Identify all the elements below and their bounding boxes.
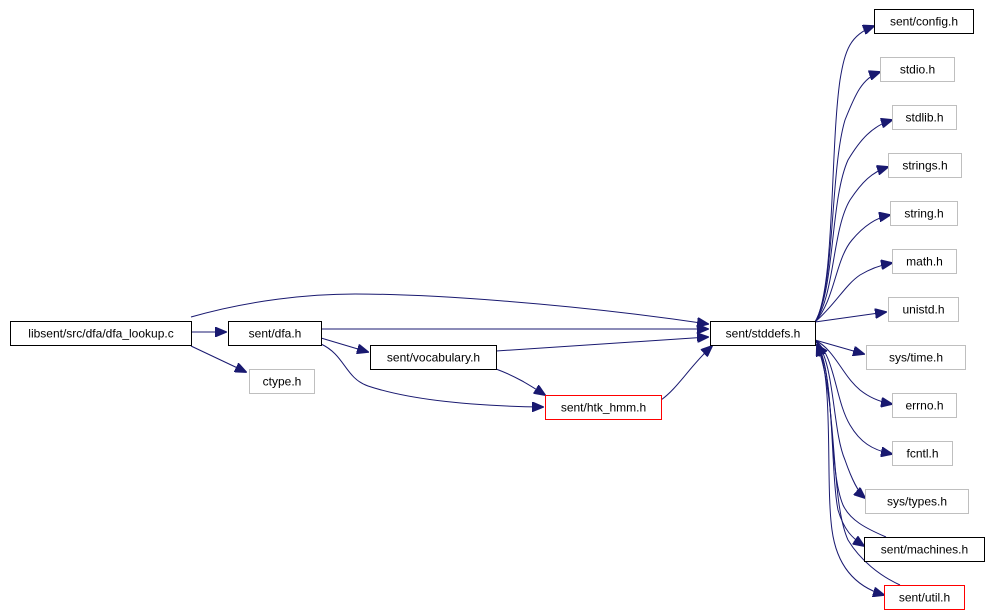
node-math: math.h [892, 249, 957, 274]
edge-dfa-to-htk [320, 343, 543, 407]
nodes-layer: libsent/src/dfa/dfa_lookup.c sent/dfa.h ct… [10, 9, 985, 610]
node-label-root: libsent/src/dfa/dfa_lookup.c [28, 327, 173, 341]
edge-stddefs-to-strings [814, 167, 888, 323]
node-string: string.h [890, 201, 958, 226]
node-label-machines: sent/machines.h [881, 543, 968, 557]
node-stddefs[interactable]: sent/stddefs.h [710, 321, 816, 346]
node-label-stdio: stdio.h [900, 63, 935, 77]
node-box-systypes [865, 489, 969, 514]
node-box-dfa [228, 321, 322, 346]
node-box-unistd [888, 297, 959, 322]
node-box-stdlib [892, 105, 957, 130]
node-label-systime: sys/time.h [889, 351, 943, 365]
node-box-fcntl [892, 441, 953, 466]
edge-dfa-to-vocab [320, 337, 368, 352]
node-box-machines [864, 537, 985, 562]
node-box-stddefs [710, 321, 816, 346]
node-label-math: math.h [906, 255, 943, 269]
node-fcntl: fcntl.h [892, 441, 953, 466]
edges-layer [190, 26, 901, 595]
edge-htk-to-stddefs [660, 346, 712, 401]
node-label-stddefs: sent/stddefs.h [726, 327, 801, 341]
edge-stddefs-to-systypes [814, 339, 865, 498]
node-label-strings: strings.h [902, 159, 947, 173]
node-label-ctype: ctype.h [263, 375, 302, 389]
node-vocab[interactable]: sent/vocabulary.h [370, 345, 497, 370]
edge-vocab-to-htk [495, 368, 545, 395]
node-box-root [10, 321, 192, 346]
node-label-errno: errno.h [905, 399, 943, 413]
edge-stddefs-to-errno [814, 339, 892, 404]
node-label-unistd: unistd.h [902, 303, 944, 317]
node-box-strings [888, 153, 962, 178]
node-machines[interactable]: sent/machines.h [864, 537, 985, 562]
node-box-math [892, 249, 957, 274]
node-label-stdlib: stdlib.h [905, 111, 943, 125]
node-label-systypes: sys/types.h [887, 495, 947, 509]
edge-stddefs-to-systime [814, 339, 864, 354]
node-box-string [890, 201, 958, 226]
edge-stddefs-to-unistd [814, 312, 886, 323]
node-label-util: sent/util.h [899, 591, 950, 605]
node-label-config: sent/config.h [890, 15, 958, 29]
node-dfa[interactable]: sent/dfa.h [228, 321, 322, 346]
node-util[interactable]: sent/util.h [884, 585, 965, 610]
edge-stddefs-to-fcntl [814, 339, 892, 454]
edge-stddefs-to-string [814, 215, 890, 323]
node-label-fcntl: fcntl.h [906, 447, 938, 461]
node-box-systime [866, 345, 966, 370]
edge-stddefs-to-math [814, 263, 892, 323]
edge-root-to-stddefs [190, 293, 708, 324]
node-box-stdio [880, 57, 955, 82]
edge-util-to-stddefs [817, 345, 901, 586]
node-systypes: sys/types.h [865, 489, 969, 514]
node-stdio: stdio.h [880, 57, 955, 82]
edge-stddefs-to-config [814, 26, 874, 323]
node-root[interactable]: libsent/src/dfa/dfa_lookup.c [10, 321, 192, 346]
node-label-string: string.h [904, 207, 943, 221]
node-unistd: unistd.h [888, 297, 959, 322]
edge-machines-to-stddefs [817, 345, 887, 538]
edge-stddefs-to-stdio [814, 72, 880, 323]
edge-vocab-to-stddefs [495, 337, 708, 352]
edge-root-to-ctype [190, 345, 246, 372]
node-box-vocab [370, 345, 497, 370]
node-strings: strings.h [888, 153, 962, 178]
edge-stddefs-to-stdlib [814, 120, 892, 323]
edge-stddefs-to-machines [814, 339, 864, 546]
node-stdlib: stdlib.h [892, 105, 957, 130]
node-box-util [884, 585, 965, 610]
node-systime: sys/time.h [866, 345, 966, 370]
node-label-vocab: sent/vocabulary.h [387, 351, 480, 365]
node-errno: errno.h [892, 393, 957, 418]
node-box-errno [892, 393, 957, 418]
node-label-htk: sent/htk_hmm.h [561, 401, 646, 415]
node-box-htk [545, 395, 662, 420]
node-box-ctype [249, 369, 315, 394]
node-htk[interactable]: sent/htk_hmm.h [545, 395, 662, 420]
node-box-config [874, 9, 974, 34]
node-ctype: ctype.h [249, 369, 315, 394]
node-label-dfa: sent/dfa.h [249, 327, 302, 341]
node-config[interactable]: sent/config.h [874, 9, 974, 34]
